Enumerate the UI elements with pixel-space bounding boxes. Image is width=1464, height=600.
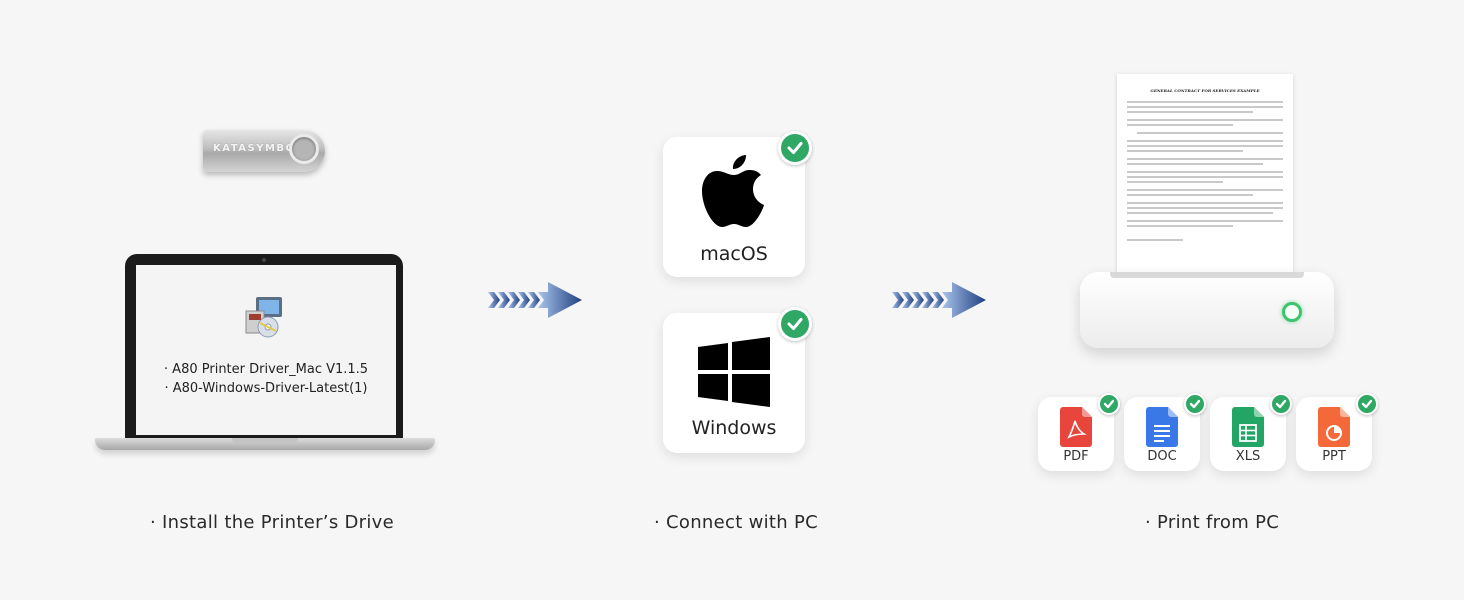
usb-brand: KATASYMBOL [213,143,304,154]
check-icon [1184,393,1206,415]
format-label-xls: XLS [1235,449,1261,464]
check-icon [1356,393,1378,415]
format-card-doc[interactable]: DOC [1124,393,1206,471]
laptop-notch [232,438,298,443]
ppt-icon [1318,407,1350,447]
pdf-icon [1060,407,1092,447]
caption-connect: · Connect with PC [654,512,819,533]
format-label-doc: DOC [1147,449,1177,464]
format-label-ppt: PPT [1322,449,1346,464]
format-card-xls[interactable]: XLS [1210,393,1292,471]
check-icon [778,307,812,341]
laptop-camera [262,258,266,262]
check-icon [778,131,812,165]
driver-file-windows[interactable]: · A80-Windows-Driver-Latest(1) [164,381,368,396]
os-label-macos: macOS [700,243,768,265]
os-label-windows: Windows [691,417,777,439]
windows-card[interactable]: Windows [663,307,812,453]
format-label-pdf: PDF [1063,449,1089,464]
driver-file-list: · A80 Printer Driver_Mac V1.1.5 · A80-Wi… [136,360,396,398]
arrow-right-icon [488,282,582,318]
installer-icon[interactable] [242,295,286,339]
doc-icon [1146,407,1178,447]
check-icon [1270,393,1292,415]
printed-document: GENERAL CONTRACT FOR SERVICES EXAMPLE [1117,74,1293,288]
power-led-icon[interactable] [1282,302,1302,322]
apple-icon [702,155,764,227]
document-title: GENERAL CONTRACT FOR SERVICES EXAMPLE [1150,88,1260,93]
driver-file-mac[interactable]: · A80 Printer Driver_Mac V1.1.5 [163,362,369,377]
xls-icon [1232,407,1264,447]
laptop-screen [136,265,396,435]
macos-card[interactable]: macOS [663,131,812,277]
format-card-ppt[interactable]: PPT [1296,393,1378,471]
usb-drive: KATASYMBOL [203,130,325,172]
printer-slot [1110,272,1304,278]
check-icon [1098,393,1120,415]
windows-icon [698,337,770,407]
usb-ring [289,134,319,164]
arrow-right-icon [892,282,986,318]
laptop-base [95,438,435,450]
format-card-pdf[interactable]: PDF [1038,393,1120,471]
caption-print: · Print from PC [1145,512,1280,533]
caption-install: · Install the Printer’s Drive [150,512,395,533]
